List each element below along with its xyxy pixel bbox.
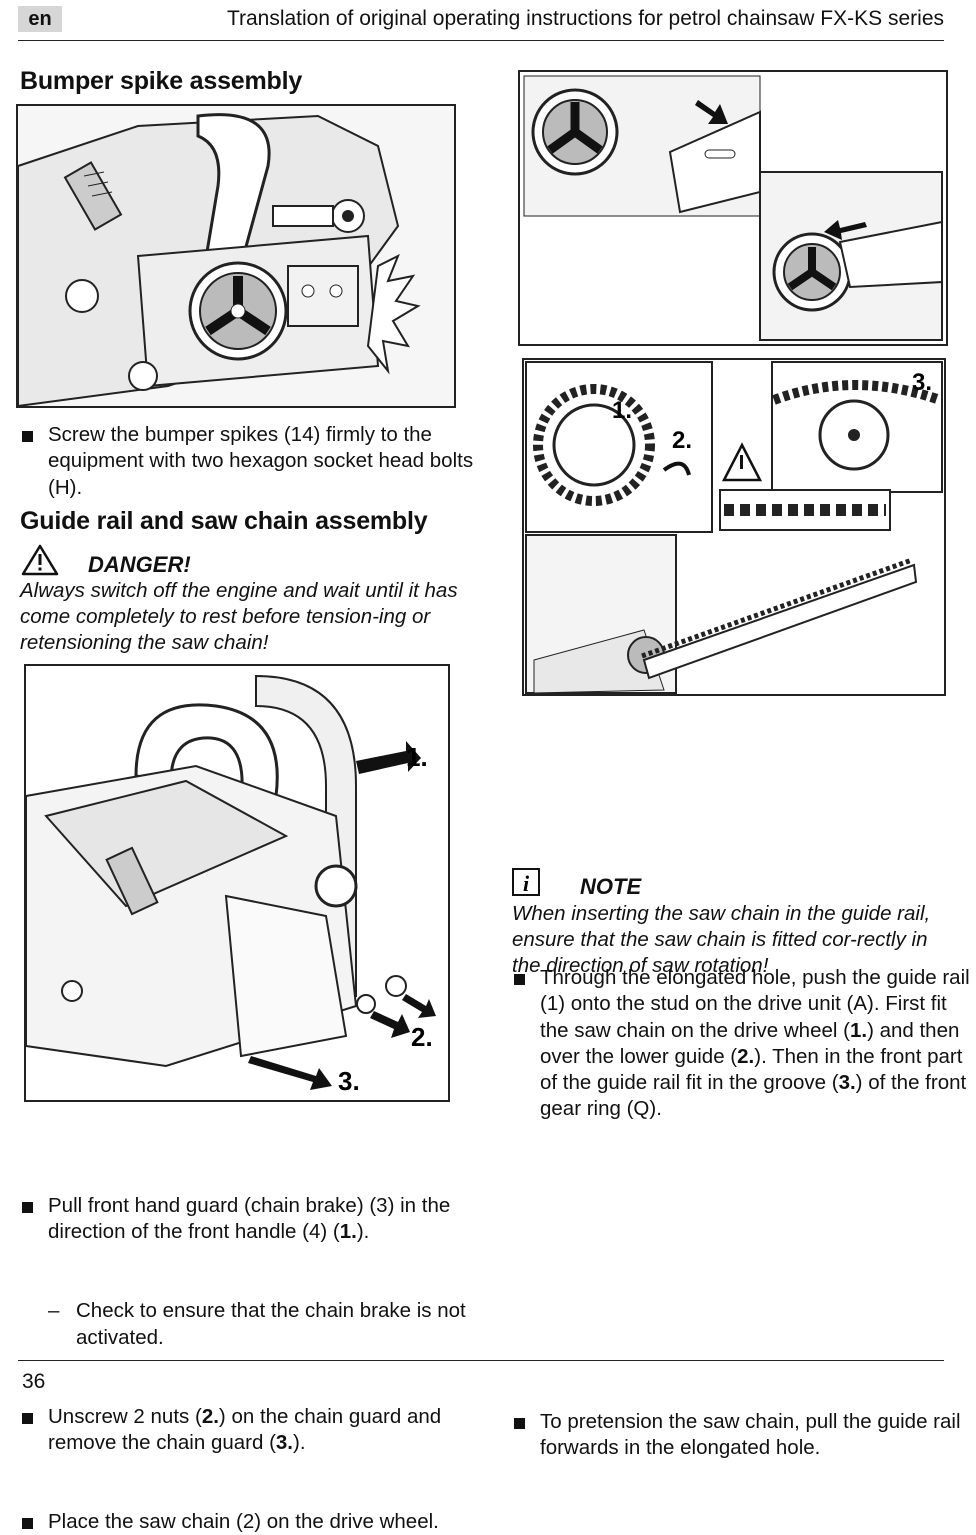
bullet-pretension-chain: To pretension the saw chain, pull the gu… — [512, 1409, 972, 1462]
footer-rule — [18, 1360, 944, 1361]
r1-bold-2: 2. — [737, 1044, 755, 1068]
b2-bold: 1. — [339, 1220, 357, 1244]
header-rule — [18, 40, 944, 41]
bullet-push-guide-rail: Through the elongated hole, push the gui… — [512, 965, 976, 1123]
bullet-pull-hand-guard: Pull front hand guard (chain brake) (3) … — [20, 1193, 488, 1246]
saw-chain-illustration: 1. 2. 3. — [524, 360, 944, 694]
guide-rail-mount-illustration — [520, 72, 946, 344]
section-title-bumper-spike: Bumper spike assembly — [20, 67, 303, 95]
b2-text-b: ). — [356, 1220, 370, 1244]
bullet-unscrew-nuts: Unscrew 2 nuts (2.) on the chain guard a… — [20, 1404, 488, 1457]
b3-text-a: Unscrew 2 nuts ( — [48, 1405, 202, 1429]
warning-triangle-icon — [20, 543, 60, 577]
header-title: Translation of original operating instru… — [226, 7, 944, 30]
arrow-1-icon — [356, 741, 421, 774]
figure-chain-guard-removal: 1. 2. 3. — [24, 664, 450, 1102]
svg-text:i: i — [523, 871, 530, 896]
fig2-label-1: 1. — [406, 742, 428, 772]
figure-saw-chain-fit: 1. 2. 3. — [522, 358, 946, 696]
r1-bold-1: 1. — [849, 1018, 868, 1042]
figure-bumper-spike — [16, 104, 456, 408]
danger-label: DANGER! — [88, 552, 191, 577]
fig4-label-1: 1. — [612, 397, 632, 424]
r1-text-a: Through the elongated hole, push the gui… — [540, 965, 970, 1042]
fig2-label-2: 2. — [411, 1022, 433, 1052]
r1-text-c: ). Then in the front part of the guide r… — [540, 1044, 963, 1095]
r1-text-d: ) of the front gear ring (Q). — [540, 1071, 967, 1121]
r1-text-b: ) and then over the lower guide ( — [540, 1018, 960, 1068]
section-title-guide-rail: Guide rail and saw chain assembly — [20, 507, 428, 535]
b3-bold-1: 2. — [201, 1405, 219, 1429]
bullet-place-saw-chain: Place the saw chain (2) on the drive whe… — [20, 1509, 488, 1535]
b3-text-b: ) on the chain guard and remove the chai… — [48, 1405, 442, 1455]
r1-bold-3: 3. — [838, 1071, 856, 1095]
bumper-spike-illustration — [17, 106, 454, 408]
figure-guide-rail-mount — [518, 70, 948, 346]
fig4-label-2: 2. — [672, 427, 692, 454]
note-label: NOTE — [580, 874, 642, 899]
fig2-label-3: 3. — [338, 1066, 360, 1096]
language-badge: en — [18, 6, 62, 32]
info-icon: i — [512, 868, 540, 896]
chain-guard-illustration: 1. 2. 3. — [25, 666, 448, 1100]
note-text: When inserting the saw chain in the guid… — [512, 902, 931, 977]
b3-bold-2: 3. — [275, 1431, 294, 1455]
dash-check-chain-brake: Check to ensure that the chain brake is … — [20, 1298, 516, 1351]
bullet-screw-bumper-spikes: Screw the bumper spikes (14) firmly to t… — [20, 422, 480, 501]
fig4-label-3: 3. — [912, 369, 932, 396]
danger-text: Always switch off the engine and wait un… — [20, 579, 458, 654]
page-number: 36 — [22, 1370, 46, 1393]
b3-text-c: ). — [293, 1431, 306, 1455]
b2-text-a: Pull front hand guard (chain brake) (3) … — [48, 1193, 451, 1244]
